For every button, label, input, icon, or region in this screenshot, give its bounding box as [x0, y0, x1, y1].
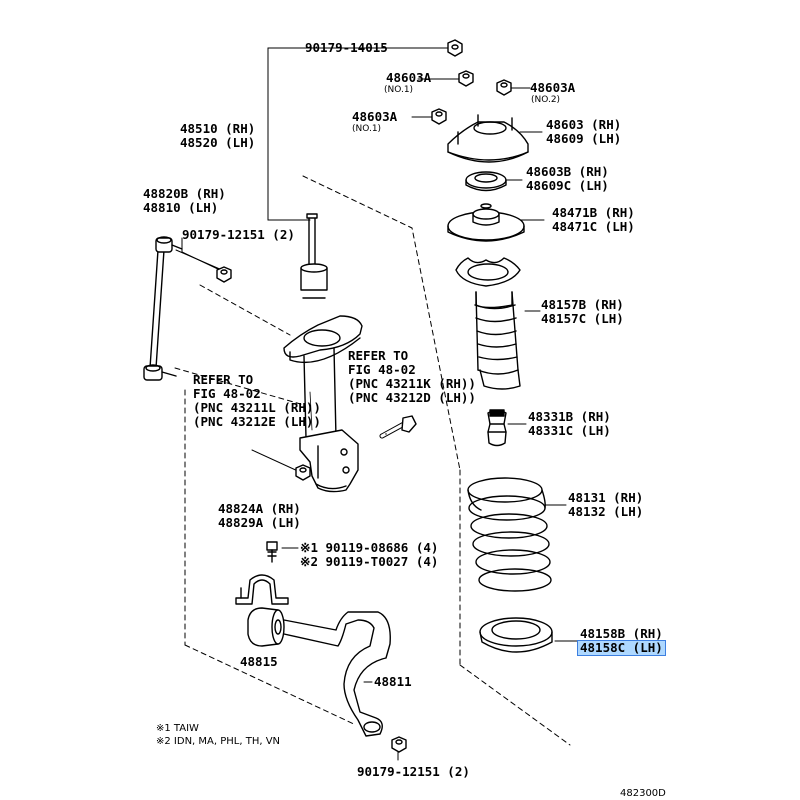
coil-spring-icon [467, 477, 552, 592]
part-label-bumper-rh: 48331B (RH) [528, 409, 611, 424]
top-nut-icon [447, 39, 463, 57]
part-label-insulator-lh-highlighted[interactable]: 48158C (LH) [577, 640, 666, 656]
part-label-top-nut: 90179-14015 [305, 40, 388, 55]
part-label-boot-rh: 48157B (RH) [541, 297, 624, 312]
part-label-bottom-nut: 90179-12151 (2) [357, 764, 470, 779]
part-note-nut-no1-lower: (NO.1) [352, 124, 382, 134]
bushing-bracket-icon [235, 574, 289, 605]
refer-right-line-3: (PNC 43211K (RH)) [348, 376, 476, 391]
dust-boot-icon [455, 257, 521, 390]
diagram-code: 482300D [620, 788, 666, 799]
part-label-insulator-rh: 48158B (RH) [580, 626, 663, 641]
refer-left-line-1: REFER TO [193, 372, 254, 387]
part-label-bolt-2: ※2 90119-T0027 (4) [300, 554, 439, 569]
strut-icon [283, 213, 363, 493]
refer-right-line-4: (PNC 43212D (LH)) [348, 390, 476, 405]
part-note-nut-no2: (NO.2) [531, 95, 561, 105]
stabilizer-bushing-icon [247, 607, 285, 647]
part-label-link-rh: 48820B (RH) [143, 186, 226, 201]
lower-insulator-icon [479, 617, 553, 653]
footnote-2: ※2 IDN, MA, PHL, TH, VN [156, 736, 281, 747]
refer-right-line-1: REFER TO [348, 348, 409, 363]
part-label-stabilizer-bar: 48811 [374, 674, 412, 689]
link-nut-icon [216, 266, 232, 283]
part-label-bushing: 48815 [240, 654, 278, 669]
part-label-nut-no1-upper: 48603A [386, 70, 432, 85]
part-label-bearing-lh: 48609C (LH) [526, 178, 609, 193]
part-label-support-lh: 48609 (LH) [546, 131, 622, 146]
nut-no1-lower-icon [431, 108, 447, 125]
part-label-strut-lh: 48520 (LH) [180, 135, 256, 150]
nut-no2-icon [496, 79, 512, 96]
part-label-link-nut: 90179-12151 (2) [182, 227, 295, 242]
nut-no1-upper-icon [458, 70, 474, 87]
part-label-nut-no1-lower: 48603A [352, 109, 398, 124]
part-label-spring-rh: 48131 (RH) [568, 490, 644, 505]
refer-left-line-2: FIG 48-02 [193, 386, 261, 401]
refer-left-line-4: (PNC 43212E (LH)) [193, 414, 321, 429]
stabilizer-link-icon [143, 236, 183, 381]
part-label-bolt-1: ※1 90119-08686 (4) [300, 540, 439, 555]
part-label-upper-seat-rh: 48471B (RH) [552, 205, 635, 220]
bump-stopper-icon [487, 409, 507, 447]
bracket-bolt-icon [266, 541, 278, 563]
part-label-bracket-lh: 48829A (LH) [218, 515, 301, 530]
footnote-1: ※1 TAIW [156, 723, 199, 734]
part-label-bearing-rh: 48603B (RH) [526, 164, 609, 179]
strut-nut-icon [295, 464, 311, 481]
part-label-bracket-rh: 48824A (RH) [218, 501, 301, 516]
strut-bolt-icon [379, 415, 417, 439]
refer-right-line-2: FIG 48-02 [348, 362, 416, 377]
part-label-link-lh: 48810 (LH) [143, 200, 219, 215]
part-label-bumper-lh: 48331C (LH) [528, 423, 611, 438]
part-label-spring-lh: 48132 (LH) [568, 504, 644, 519]
strut-mount-icon [447, 114, 529, 163]
bearing-icon [465, 171, 507, 192]
part-label-boot-lh: 48157C (LH) [541, 311, 624, 326]
dashed-boundaries [174, 175, 571, 746]
part-note-nut-no1-upper: (NO.1) [384, 85, 414, 95]
refer-left-line-3: (PNC 43211L (RH)) [193, 400, 321, 415]
bottom-nut-icon [391, 736, 407, 753]
part-label-strut-rh: 48510 (RH) [180, 121, 256, 136]
stabilizer-bar-icon [283, 611, 391, 737]
part-label-upper-seat-lh: 48471C (LH) [552, 219, 635, 234]
part-label-nut-no2: 48603A [530, 80, 576, 95]
upper-spring-seat-icon [447, 203, 525, 242]
part-label-support-rh: 48603 (RH) [546, 117, 622, 132]
